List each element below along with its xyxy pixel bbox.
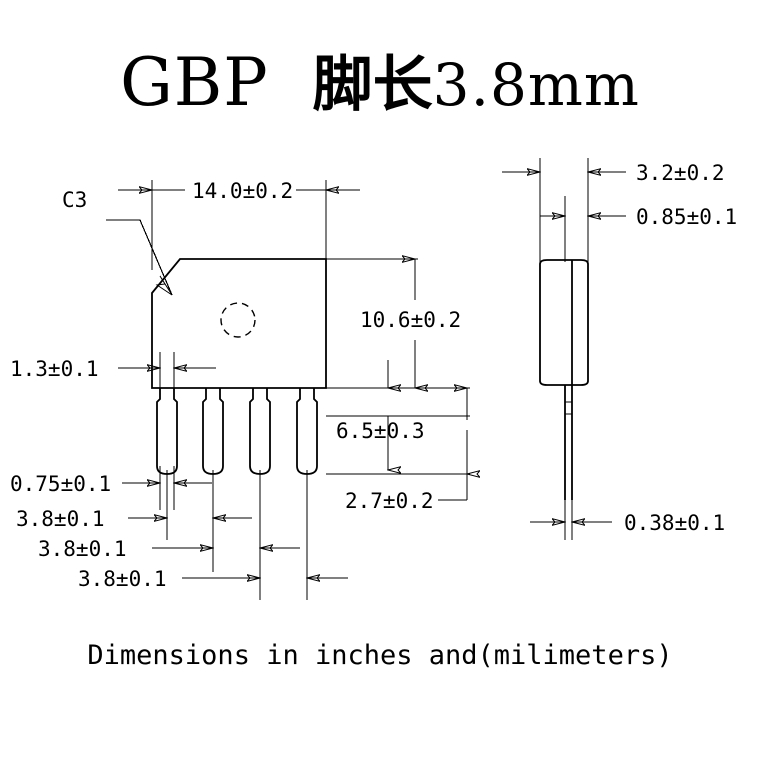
mounting-hole-dashed-circle [220, 302, 256, 338]
dim-side-thickness-3-2 [502, 158, 626, 262]
title-part-code: GBP [120, 44, 269, 121]
dim-pitch-3 [182, 470, 348, 600]
lead-length-label: 6.5±0.3 [336, 419, 425, 443]
shoulder-label: 1.3±0.1 [10, 357, 99, 381]
dim-lead-width-0-75 [122, 466, 212, 510]
chamfer-label: C3 [62, 188, 87, 212]
drawing-title: GBP 脚长3.8mm [0, 36, 760, 123]
lead-width-label: 0.75±0.1 [10, 472, 111, 496]
dim-shoulder-1-3 [118, 352, 216, 400]
chamfer-leader [106, 219, 173, 296]
dim-lead-thickness-0-38 [530, 470, 612, 540]
front-view-body-outline [151, 258, 327, 389]
pitch-2-label: 3.8±0.1 [38, 537, 127, 561]
dim-seating-2-7 [326, 388, 470, 501]
front-view-leads [156, 388, 318, 475]
dim-lead-length-6-5 [326, 360, 470, 470]
width-label: 14.0±0.2 [192, 179, 293, 203]
side-view-body-outline [539, 259, 589, 500]
pitch-1-label: 3.8±0.1 [16, 507, 105, 531]
dim-pitch-1 [128, 470, 252, 540]
pitch-3-label: 3.8±0.1 [78, 567, 167, 591]
side-thickness-label: 3.2±0.2 [636, 161, 725, 185]
seating-label: 2.7±0.2 [345, 489, 434, 513]
body-height-label: 10.6±0.2 [360, 308, 461, 332]
title-cjk-text: 脚长 [312, 50, 433, 120]
dim-side-offset-0-85 [540, 196, 626, 262]
side-offset-label: 0.85±0.1 [636, 205, 737, 229]
drawing-caption: Dimensions in inches and(milimeters) [87, 640, 673, 671]
lead-thickness-label: 0.38±0.1 [624, 511, 725, 535]
title-lead-length: 3.8mm [432, 51, 640, 119]
dim-width-14 [118, 180, 360, 270]
